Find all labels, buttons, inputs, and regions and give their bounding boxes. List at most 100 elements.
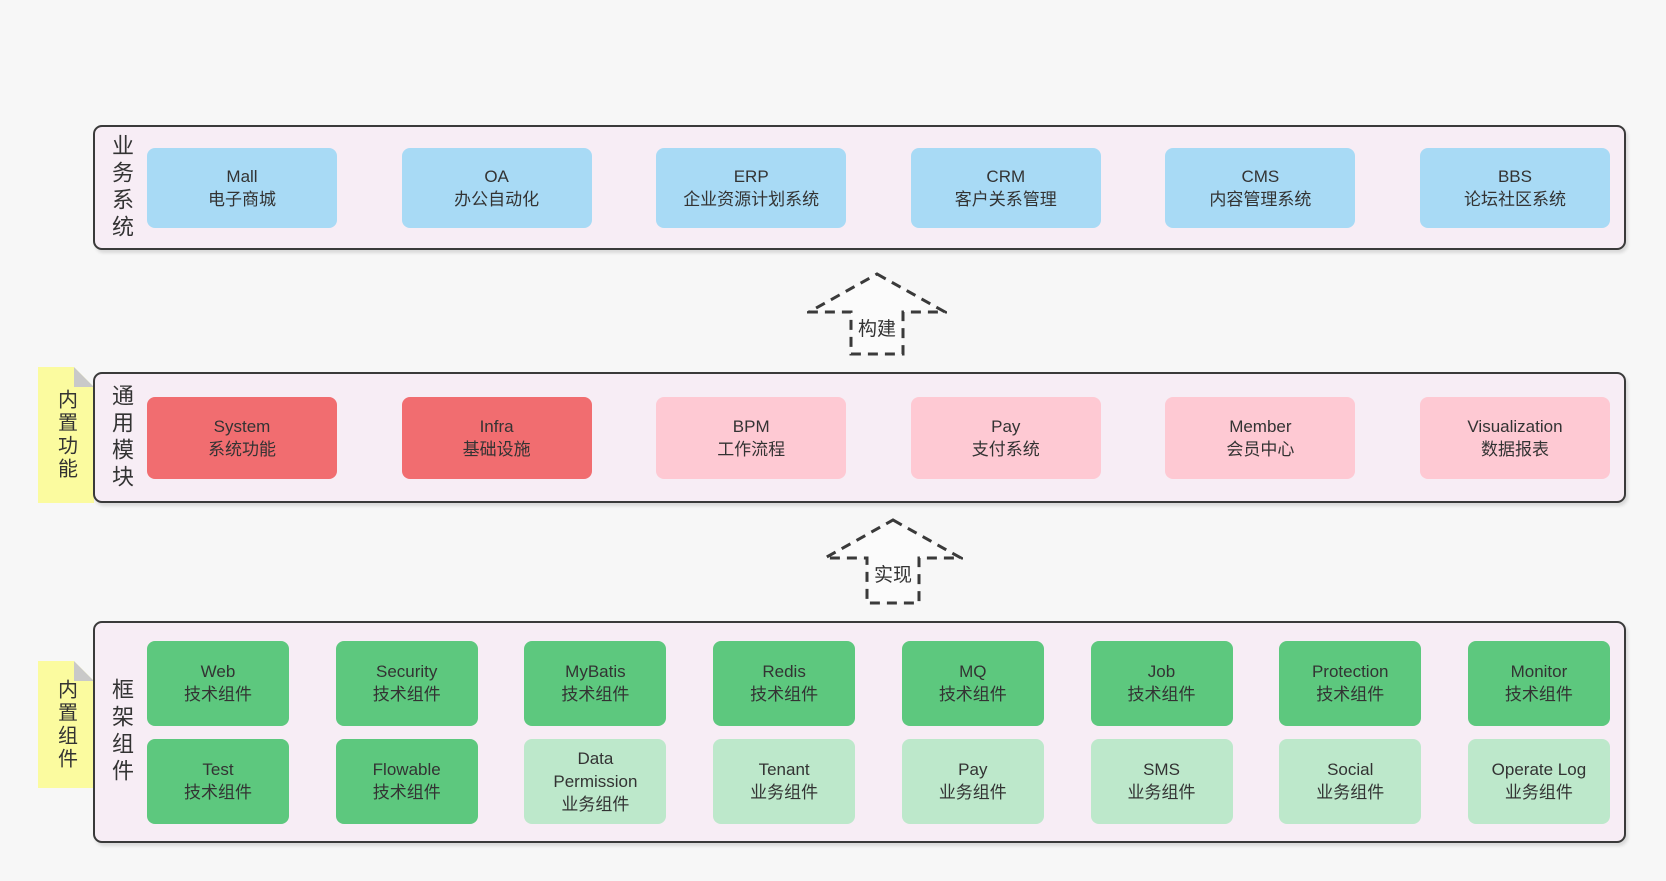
implement-arrow-label: 实现 bbox=[873, 565, 912, 586]
layer-label-column: 框架组件 bbox=[95, 623, 147, 841]
node-desc: 论坛社区系统 bbox=[1463, 189, 1566, 209]
node-operate-log: Operate Log 业务组件 bbox=[1467, 738, 1610, 824]
builtin-components-tab: 内置组件 bbox=[38, 661, 94, 788]
node-mybatis: MyBatis 技术组件 bbox=[524, 640, 667, 726]
node-desc: 企业资源计划系统 bbox=[683, 189, 820, 209]
node-social: Social 业务组件 bbox=[1279, 738, 1422, 824]
node-desc: 技术组件 bbox=[372, 685, 441, 704]
node-desc: 业务组件 bbox=[1504, 783, 1573, 802]
component-boxes: Web 技术组件 Security 技术组件 MyBatis 技术组件 Redi… bbox=[147, 623, 1624, 841]
node-title: Member bbox=[1229, 416, 1292, 436]
component-row-1: Web 技术组件 Security 技术组件 MyBatis 技术组件 Redi… bbox=[147, 640, 1610, 726]
node-title: Mall bbox=[226, 166, 258, 186]
builtin-functions-label: 内置功能 bbox=[54, 389, 77, 481]
node-job: Job 技术组件 bbox=[1090, 640, 1233, 726]
builtin-components-label: 内置组件 bbox=[54, 678, 77, 771]
node-desc: 支付系统 bbox=[971, 439, 1040, 459]
node-title: Redis bbox=[762, 662, 806, 681]
node-desc: 业务组件 bbox=[750, 783, 819, 802]
node-visualization: Visualization 数据报表 bbox=[1419, 396, 1610, 479]
node-title: Pay bbox=[958, 760, 988, 779]
builtin-functions-tab: 内置功能 bbox=[38, 367, 94, 503]
layer-label-business: 业务系统 bbox=[109, 133, 134, 242]
node-title: Social bbox=[1327, 760, 1374, 779]
layer-business-systems: 业务系统 Mall 电子商城 OA 办公自动化 ERP 企业资源计划系统 CRM… bbox=[93, 125, 1626, 250]
node-desc: 技术组件 bbox=[938, 685, 1007, 704]
node-title: BPM bbox=[732, 416, 770, 436]
build-arrow-label: 构建 bbox=[857, 319, 896, 340]
node-desc: 技术组件 bbox=[1504, 685, 1573, 704]
business-boxes: Mall 电子商城 OA 办公自动化 ERP 企业资源计划系统 CRM 客户关系… bbox=[147, 127, 1624, 248]
node-desc: 技术组件 bbox=[561, 685, 630, 704]
node-title: Web bbox=[200, 662, 236, 681]
node-title: System bbox=[213, 416, 271, 436]
node-desc: 业务组件 bbox=[561, 794, 630, 814]
layer-label-column: 通用模块 bbox=[95, 374, 147, 501]
component-row-2: Test 技术组件 Flowable 技术组件 Data Permission … bbox=[147, 738, 1610, 824]
node-infra: Infra 基础设施 bbox=[401, 396, 592, 479]
node-web: Web 技术组件 bbox=[147, 640, 289, 726]
node-desc: 技术组件 bbox=[184, 685, 252, 704]
node-desc: 业务组件 bbox=[1127, 783, 1196, 802]
build-arrow: 构建 bbox=[807, 272, 947, 356]
node-title: CMS bbox=[1241, 166, 1280, 186]
node-title: Operate Log bbox=[1491, 760, 1587, 779]
node-title: MyBatis bbox=[565, 662, 626, 681]
node-redis: Redis 技术组件 bbox=[713, 640, 856, 726]
node-security: Security 技术组件 bbox=[335, 640, 478, 726]
dashed-up-arrow-icon bbox=[823, 518, 963, 605]
folded-corner-icon bbox=[74, 367, 94, 387]
node-monitor: Monitor 技术组件 bbox=[1467, 640, 1610, 726]
node-desc: 会员中心 bbox=[1226, 439, 1295, 459]
node-title: OA bbox=[484, 166, 509, 186]
node-desc: 办公自动化 bbox=[454, 189, 540, 209]
implement-arrow: 实现 bbox=[823, 518, 963, 605]
node-title: BBS bbox=[1497, 166, 1532, 186]
node-desc: 客户关系管理 bbox=[954, 189, 1057, 209]
node-desc: 技术组件 bbox=[750, 685, 819, 704]
node-title: Pay bbox=[991, 416, 1021, 436]
node-tenant: Tenant 业务组件 bbox=[713, 738, 856, 824]
layer-common-modules: 通用模块 System 系统功能 Infra 基础设施 BPM 工作流程 Pay… bbox=[93, 372, 1626, 503]
node-system: System 系统功能 bbox=[147, 396, 337, 479]
node-title: Security bbox=[375, 662, 438, 681]
node-member: Member 会员中心 bbox=[1165, 396, 1356, 479]
node-title: Monitor bbox=[1510, 662, 1568, 681]
node-title: Tenant bbox=[758, 760, 810, 779]
node-erp: ERP 企业资源计划系统 bbox=[656, 147, 847, 228]
node-data-permission: Data Permission 业务组件 bbox=[524, 738, 667, 824]
node-cms: CMS 内容管理系统 bbox=[1165, 147, 1356, 228]
node-bbs: BBS 论坛社区系统 bbox=[1419, 147, 1610, 228]
dashed-up-arrow-icon bbox=[807, 272, 947, 356]
node-flowable: Flowable 技术组件 bbox=[335, 738, 478, 824]
layer-label-column: 业务系统 bbox=[95, 127, 147, 248]
module-boxes: System 系统功能 Infra 基础设施 BPM 工作流程 Pay 支付系统… bbox=[147, 374, 1624, 501]
node-bpm: BPM 工作流程 bbox=[656, 396, 847, 479]
node-desc: 基础设施 bbox=[462, 439, 531, 459]
layer-framework-components: 框架组件 Web 技术组件 Security 技术组件 MyBatis 技术组件… bbox=[93, 621, 1626, 843]
folded-corner-icon bbox=[74, 661, 94, 681]
node-desc: 电子商城 bbox=[208, 189, 276, 209]
node-protection: Protection 技术组件 bbox=[1279, 640, 1422, 726]
node-desc: 技术组件 bbox=[372, 783, 441, 802]
node-title: Data Permission bbox=[553, 748, 638, 791]
node-test: Test 技术组件 bbox=[147, 738, 289, 824]
node-mq: MQ 技术组件 bbox=[901, 640, 1044, 726]
node-desc: 数据报表 bbox=[1480, 439, 1549, 459]
node-desc: 工作流程 bbox=[717, 439, 786, 459]
node-desc: 技术组件 bbox=[184, 783, 252, 802]
node-crm: CRM 客户关系管理 bbox=[910, 147, 1101, 228]
layer-label-modules: 通用模块 bbox=[109, 383, 134, 492]
node-mall: Mall 电子商城 bbox=[147, 147, 337, 228]
node-desc: 业务组件 bbox=[1316, 783, 1385, 802]
node-oa: OA 办公自动化 bbox=[401, 147, 592, 228]
node-title: Protection bbox=[1311, 662, 1389, 681]
node-sms: SMS 业务组件 bbox=[1090, 738, 1233, 824]
node-desc: 技术组件 bbox=[1127, 685, 1196, 704]
layer-label-components: 框架组件 bbox=[109, 678, 134, 786]
node-pay-component: Pay 业务组件 bbox=[901, 738, 1044, 824]
node-title: Flowable bbox=[372, 760, 441, 779]
node-desc: 业务组件 bbox=[938, 783, 1007, 802]
node-desc: 技术组件 bbox=[1316, 685, 1385, 704]
